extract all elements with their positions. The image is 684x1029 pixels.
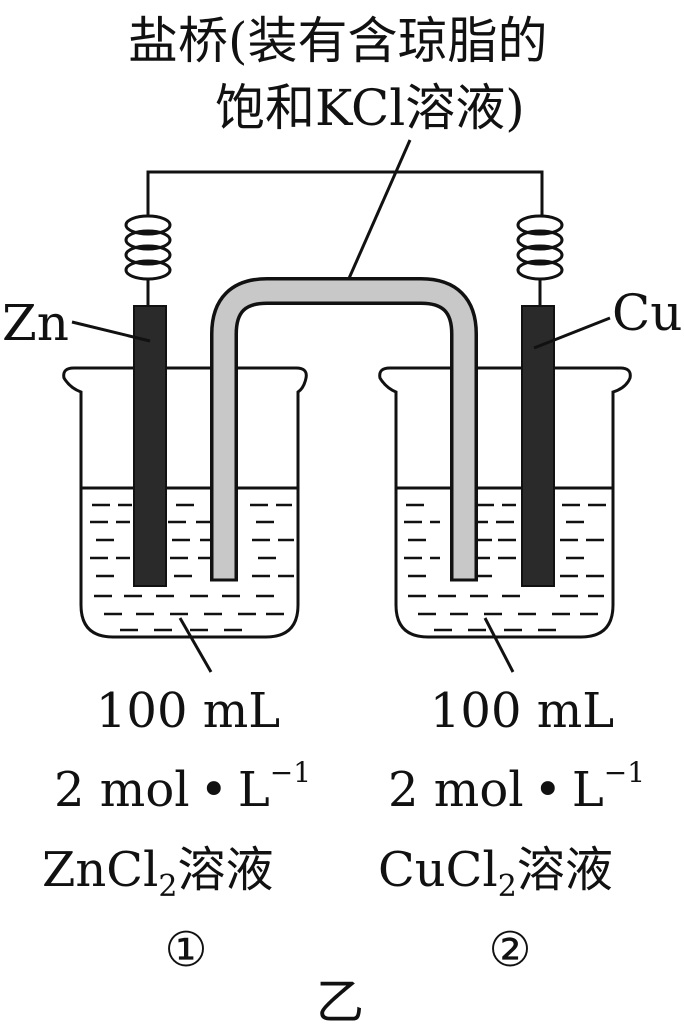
left-liquid-dashes <box>90 503 294 632</box>
left-conc-exp: −1 <box>270 756 311 789</box>
left-concentration: 2 mol•L−1 <box>54 756 311 818</box>
right-solution-leader-line <box>483 617 515 673</box>
left-solution-name: ZnCl2溶液 <box>42 842 273 904</box>
right-volume: 100 mL <box>430 683 614 739</box>
right-conc-value: 2 mol <box>388 762 524 818</box>
salt-bridge-leader-line <box>341 139 412 293</box>
left-solution-formula: ZnCl <box>42 842 158 898</box>
left-solution-leader-line <box>178 617 213 673</box>
left-beaker <box>62 366 308 639</box>
salt-bridge-label-line2: 饱和KCl溶液) <box>215 79 525 137</box>
right-solution-subscript: 2 <box>498 869 517 904</box>
salt-bridge-label-line1: 盐桥(装有含琼脂的 <box>128 12 548 70</box>
zn-label: Zn <box>2 294 69 352</box>
cu-electrode <box>521 305 555 587</box>
left-spring-coil <box>124 214 172 306</box>
right-spring-coil <box>516 214 564 306</box>
left-solution-suffix: 溶液 <box>177 842 273 898</box>
left-volume: 100 mL <box>96 683 280 739</box>
right-conc-unit: L <box>572 762 604 818</box>
zn-leader-line <box>71 320 151 343</box>
zn-electrode <box>133 305 167 587</box>
figure-label: 乙 <box>316 974 364 1029</box>
right-concentration: 2 mol•L−1 <box>388 756 645 818</box>
left-conc-dot: • <box>200 762 228 818</box>
right-conc-exp: −1 <box>604 756 645 789</box>
right-beaker-number: ② <box>488 922 531 978</box>
right-beaker-caption: 100 mL 2 mol•L−1 CuCl2溶液 ② <box>378 683 645 978</box>
left-conc-unit: L <box>238 762 270 818</box>
right-conc-dot: • <box>534 762 562 818</box>
left-conc-value: 2 mol <box>54 762 190 818</box>
left-beaker-number: ① <box>164 922 207 978</box>
salt-bridge-fill <box>213 280 475 580</box>
right-beaker <box>378 366 632 639</box>
salt-bridge <box>210 277 478 582</box>
cu-label: Cu <box>612 284 682 342</box>
external-wire <box>146 170 544 216</box>
right-solution-name: CuCl2溶液 <box>378 842 613 904</box>
salt-bridge-label: 盐桥(装有含琼脂的 饱和KCl溶液) <box>128 12 548 137</box>
left-solution-subscript: 2 <box>158 869 177 904</box>
right-solution-formula: CuCl <box>378 842 498 898</box>
right-solution-suffix: 溶液 <box>517 842 613 898</box>
cu-leader-line <box>533 316 611 350</box>
left-beaker-caption: 100 mL 2 mol•L−1 ZnCl2溶液 ① <box>42 683 311 978</box>
